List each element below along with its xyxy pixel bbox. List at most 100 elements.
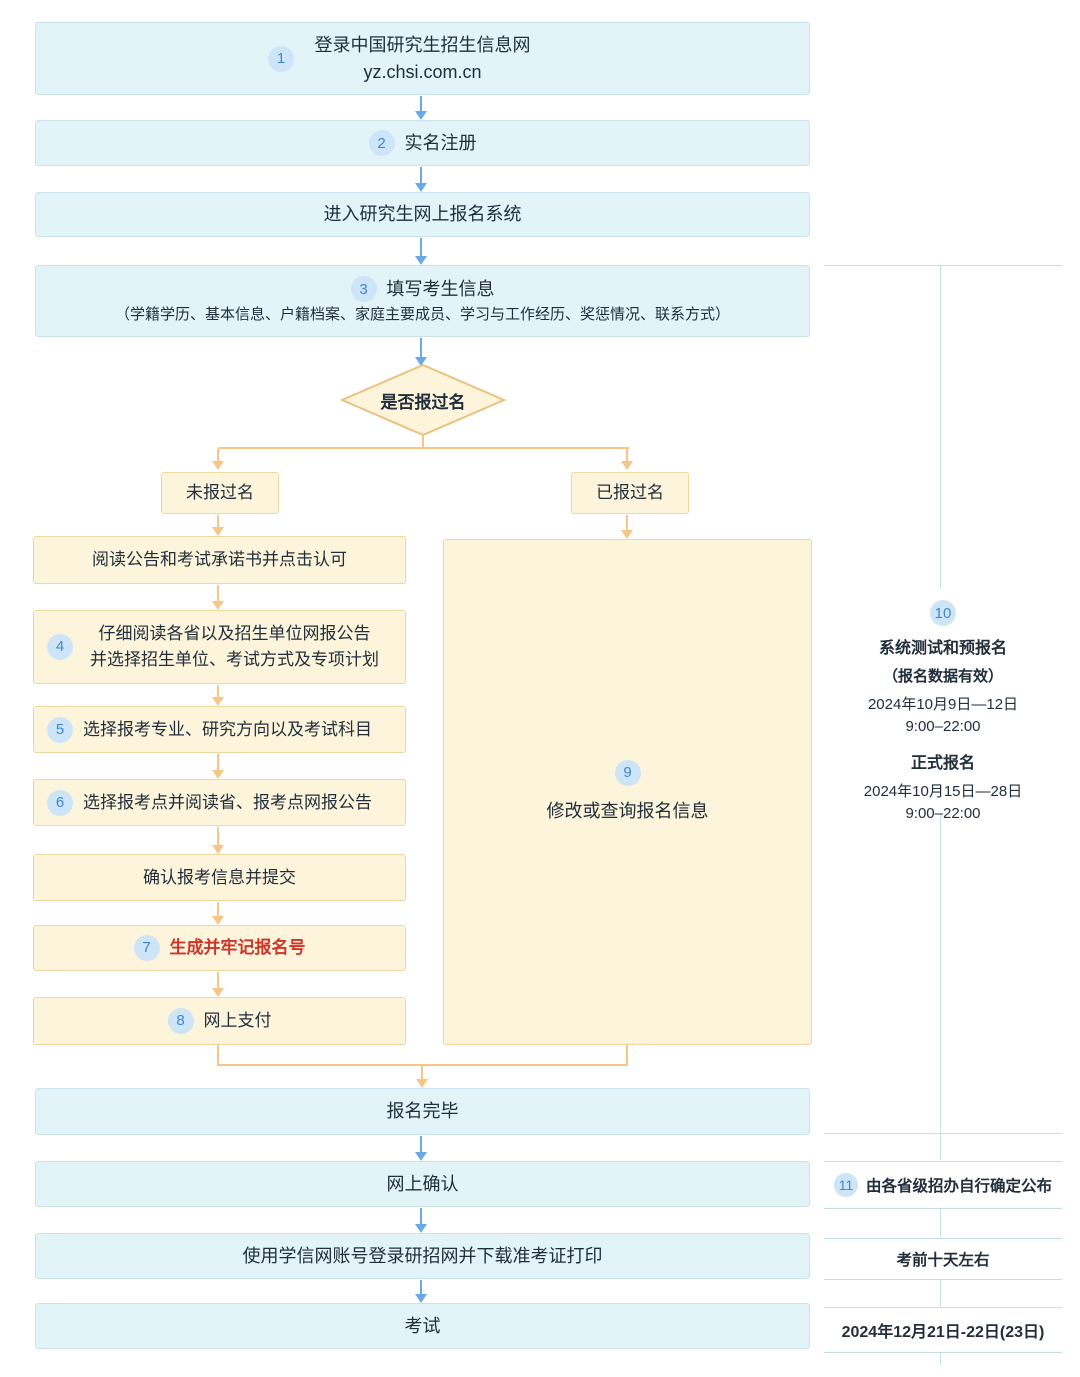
step-1-badge: 1	[268, 45, 294, 72]
step-3-detail: （学籍学历、基本信息、户籍档案、家庭主要成员、学习与工作经历、奖惩情况、联系方式…	[114, 305, 730, 323]
timeline-10-date1: 2024年10月9日—12日	[867, 696, 1019, 713]
connector-line	[217, 1064, 628, 1066]
step-8-label: 网上支付	[203, 1011, 272, 1030]
timeline-exam-date-label: 2024年12月21日-22日(23日)	[841, 1323, 1045, 1341]
step-9-box: 9 修改或查询报名信息	[443, 539, 812, 1045]
end-print-ticket-box: 使用学信网账号登录研招网并下载准考证打印	[35, 1233, 810, 1279]
timeline-line	[940, 266, 941, 589]
end-online-confirm-label: 网上确认	[386, 1173, 459, 1194]
step-3-box: 3 填写考生信息 （学籍学历、基本信息、户籍档案、家庭主要成员、学习与工作经历、…	[35, 265, 810, 337]
arrow-down-icon	[414, 338, 427, 366]
timeline-before-exam-row: 考前十天左右	[822, 1238, 1064, 1279]
step-6-box: 6 选择报考点并阅读省、报考点网报公告	[33, 779, 406, 826]
timeline-step-11: 11 由各省级招办自行确定公布	[822, 1161, 1064, 1208]
step-6-label: 选择报考点并阅读省、报考点网报公告	[83, 792, 372, 812]
end-print-ticket-label: 使用学信网账号登录研招网并下载准考证打印	[242, 1245, 603, 1266]
timeline-line	[824, 1238, 1062, 1239]
timeline-10-subtitle: （报名数据有效）	[882, 668, 1003, 685]
step-1-box: 1 登录中国研究生招生信息网 yz.chsi.com.cn	[35, 22, 810, 95]
end-registration-complete-label: 报名完毕	[386, 1101, 459, 1121]
end-online-confirm-box: 网上确认	[35, 1161, 810, 1207]
left-step-read-notice-box: 阅读公告和考试承诺书并点击认可	[33, 536, 406, 584]
step-7-badge: 7	[133, 935, 160, 961]
connector-line	[422, 436, 424, 447]
end-registration-complete-box: 报名完毕	[35, 1088, 810, 1135]
arrow-down-icon	[211, 827, 224, 854]
arrow-down-icon	[211, 585, 224, 610]
timeline-line	[824, 1133, 1062, 1134]
timeline-line	[824, 1161, 1062, 1162]
step-4-line2: 并选择招生单位、考试方式及专项计划	[90, 650, 379, 669]
timeline-10-title2: 正式报名	[910, 755, 975, 772]
end-exam-box: 考试	[35, 1303, 810, 1349]
step-8-box: 8 网上支付	[33, 997, 406, 1045]
timeline-line	[824, 1352, 1062, 1353]
left-step-read-notice-label: 阅读公告和考试承诺书并点击认可	[92, 550, 347, 569]
branch-registered-box: 已报过名	[571, 472, 689, 514]
arrow-down-icon	[414, 1136, 427, 1161]
timeline-step-10: 10 系统测试和预报名 （报名数据有效） 2024年10月9日—12日 9:00…	[826, 600, 1060, 822]
timeline-10-badge: 10	[930, 600, 956, 626]
step-2-badge: 2	[368, 130, 395, 156]
timeline-line	[940, 1134, 941, 1160]
step-4-line1: 仔细阅读各省以及招生单位网报公告	[98, 624, 371, 643]
arrow-down-icon	[620, 515, 633, 539]
timeline-line	[940, 1280, 941, 1306]
step-1-title: 登录中国研究生招生信息网	[314, 34, 531, 55]
left-step-confirm-box: 确认报考信息并提交	[33, 854, 406, 901]
arrow-down-icon	[620, 449, 633, 470]
step-7-box: 7 生成并牢记报名号	[33, 925, 406, 971]
timeline-line	[824, 1279, 1062, 1280]
branch-not-registered-label: 未报过名	[186, 483, 254, 502]
timeline-11-badge: 11	[833, 1172, 858, 1197]
timeline-10-time1: 9:00–22:00	[905, 718, 981, 735]
step-enter-system-label: 进入研究生网上报名系统	[323, 204, 522, 224]
timeline-line	[940, 1209, 941, 1237]
timeline-11-label: 由各省级招办自行确定公布	[865, 1177, 1052, 1195]
arrow-down-icon	[414, 1208, 427, 1233]
left-step-confirm-label: 确认报考信息并提交	[143, 867, 296, 887]
step-4-badge: 4	[47, 634, 73, 660]
branch-not-registered-box: 未报过名	[161, 472, 279, 514]
arrow-down-icon	[414, 238, 427, 265]
step-3-title: 填写考生信息	[386, 278, 495, 299]
arrow-down-icon	[211, 902, 224, 925]
arrow-down-icon	[211, 754, 224, 779]
timeline-line	[940, 1353, 941, 1365]
arrow-down-icon	[211, 449, 224, 470]
step-1-url: yz.chsi.com.cn	[363, 61, 482, 82]
step-enter-system-box: 进入研究生网上报名系统	[35, 192, 810, 237]
connector-line	[626, 1045, 628, 1066]
arrow-down-icon	[211, 515, 224, 536]
step-8-badge: 8	[167, 1008, 194, 1034]
timeline-line	[824, 1307, 1062, 1308]
timeline-line	[940, 814, 941, 1133]
connector-line	[217, 1045, 219, 1066]
timeline-line	[824, 1208, 1062, 1209]
timeline-before-exam-label: 考前十天左右	[896, 1251, 990, 1269]
arrow-down-icon	[211, 972, 224, 997]
arrow-down-icon	[414, 96, 427, 120]
decision-diamond: 是否报过名	[339, 363, 507, 437]
step-7-label: 生成并牢记报名号	[169, 938, 306, 957]
arrow-down-icon	[415, 1066, 428, 1088]
step-2-label: 实名注册	[404, 132, 477, 153]
decision-label: 是否报过名	[380, 392, 466, 412]
arrow-down-icon	[211, 685, 224, 706]
arrow-down-icon	[414, 1280, 427, 1303]
branch-registered-label: 已报过名	[596, 483, 664, 502]
timeline-10-title: 系统测试和预报名	[878, 640, 1007, 657]
arrow-down-icon	[414, 167, 427, 192]
step-9-badge: 9	[614, 760, 641, 786]
timeline-line	[824, 265, 1062, 266]
step-3-badge: 3	[350, 276, 377, 302]
step-4-box: 4 仔细阅读各省以及招生单位网报公告 并选择招生单位、考试方式及专项计划	[33, 610, 406, 684]
step-9-label: 修改或查询报名信息	[546, 801, 709, 821]
diamond-shape-icon	[339, 363, 507, 437]
timeline-10-date2: 2024年10月15日—28日	[863, 783, 1023, 800]
step-5-box: 5 选择报考专业、研究方向以及考试科目	[33, 706, 406, 753]
step-2-box: 2 实名注册	[35, 120, 810, 166]
timeline-10-time2: 9:00–22:00	[905, 805, 981, 822]
end-exam-label: 考试	[404, 1315, 441, 1336]
